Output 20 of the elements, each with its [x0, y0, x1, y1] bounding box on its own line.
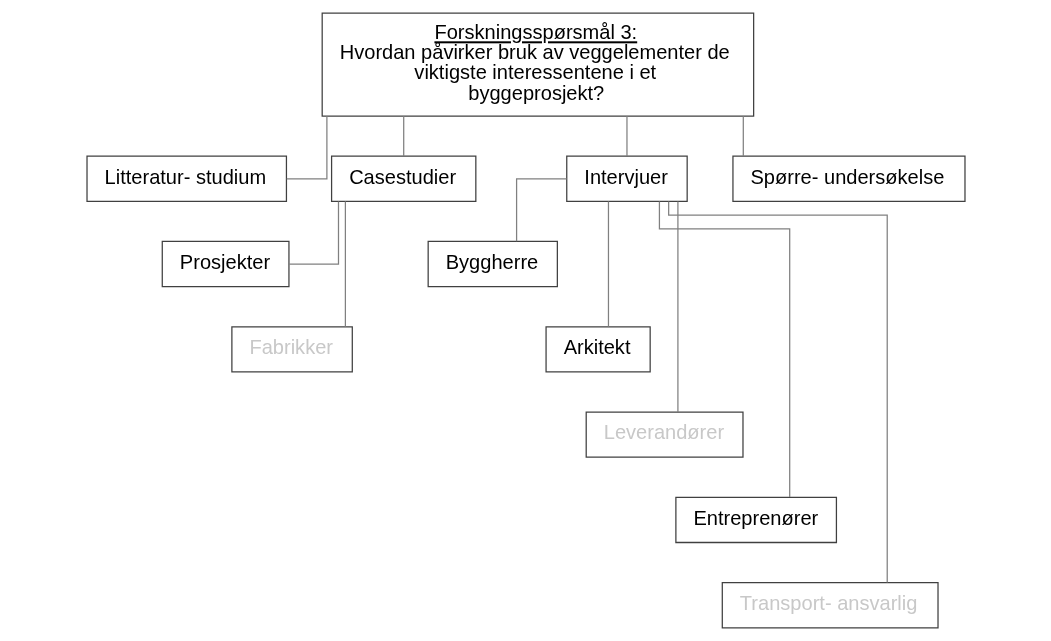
- node-box: Casestudier: [330, 155, 476, 202]
- connector: [742, 115, 744, 157]
- node-box: Litteratur- studium: [85, 155, 287, 202]
- connector: [287, 201, 339, 265]
- connector: [285, 115, 327, 180]
- connector: [658, 200, 790, 498]
- node-box: Arkitekt: [544, 326, 651, 373]
- connector: [402, 115, 404, 157]
- connector: [667, 200, 888, 584]
- node-box: Entreprenører: [674, 496, 837, 544]
- node-box: Intervjuer: [565, 155, 688, 202]
- connector: [676, 200, 679, 413]
- node-box: Forskningsspørsmål 3: Hvordan påvirker bruk av veggelementer de viktigste interessentene i et byggeprosjekt?: [321, 12, 754, 117]
- node-box: Prosjekter: [161, 240, 290, 288]
- connector: [607, 200, 609, 328]
- connector: [515, 178, 567, 242]
- connector: [625, 115, 628, 157]
- node-box: Byggherre: [427, 240, 558, 288]
- node-box: Spørre- undersøkelse: [731, 155, 966, 202]
- connector: [344, 200, 346, 328]
